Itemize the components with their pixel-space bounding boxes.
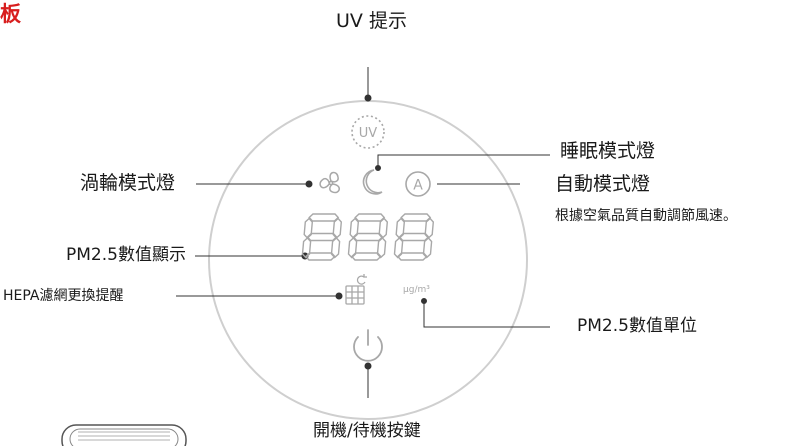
digit-1-segment-a [354,213,386,222]
digit-1-segment-f [349,217,360,239]
leader-lines [176,67,550,398]
turbo-leader-dot [305,180,313,188]
digit-2-segment-c [422,237,433,259]
digit-0-segment-a [308,213,340,222]
moon-icon [362,169,383,195]
digit-1-segment-b [378,217,389,239]
turbo-mode-label: 渦輪模式燈 [80,172,176,194]
digit-0-segment-e [301,237,312,259]
digit-1-segment-c [376,237,387,259]
digit-value: 888 [367,247,369,249]
digit-2-segment-b [424,217,435,239]
pm25-digit-display [301,213,435,261]
power-button-label: 開機/待機按鍵 [313,421,421,441]
digit-2-segment-e [393,237,404,259]
power-icon[interactable] [353,329,383,362]
auto-mode-icon: A [405,171,431,197]
auto-mode-description: 根據空氣品質自動調節風速。 [555,208,737,224]
hepa-reminder-label: HEPA濾網更換提醒 [3,288,124,304]
uv-icon: UV [351,115,385,149]
page-heading: 面板 [0,2,21,26]
digit-1-segment-e [347,237,358,259]
digit-0-segment-c [330,237,341,259]
filter-icon [345,274,367,305]
digit-0-segment-f [303,217,314,239]
digit-2-segment-f [395,217,406,239]
sleep-leader-dot [375,165,381,171]
digit-0-segment-b [332,217,343,239]
uv-indicator-label: UV 提示 [336,10,407,32]
pm25-display-label: PM2.5數值顯示 [66,245,186,265]
digit-2-segment-a [400,213,432,222]
sleep-mode-label: 睡眠模式燈 [560,140,656,162]
device-base [61,424,187,446]
sleep-leader-line [377,154,550,167]
power-leader-dot [364,362,372,370]
uv-icon-text: UV [359,126,378,141]
unit-leader-line [423,301,550,328]
uv-leader-dot [364,94,372,102]
auto-mode-label: 自動模式燈 [555,173,651,195]
auto-icon-text: A [413,178,423,194]
unit-leader-dot [421,298,427,304]
pm25-unit-label: PM2.5數值單位 [577,316,697,336]
turbo-icon [319,171,340,194]
hepa-leader-dot [335,292,343,300]
unit-text: μg/m³ [403,285,430,295]
